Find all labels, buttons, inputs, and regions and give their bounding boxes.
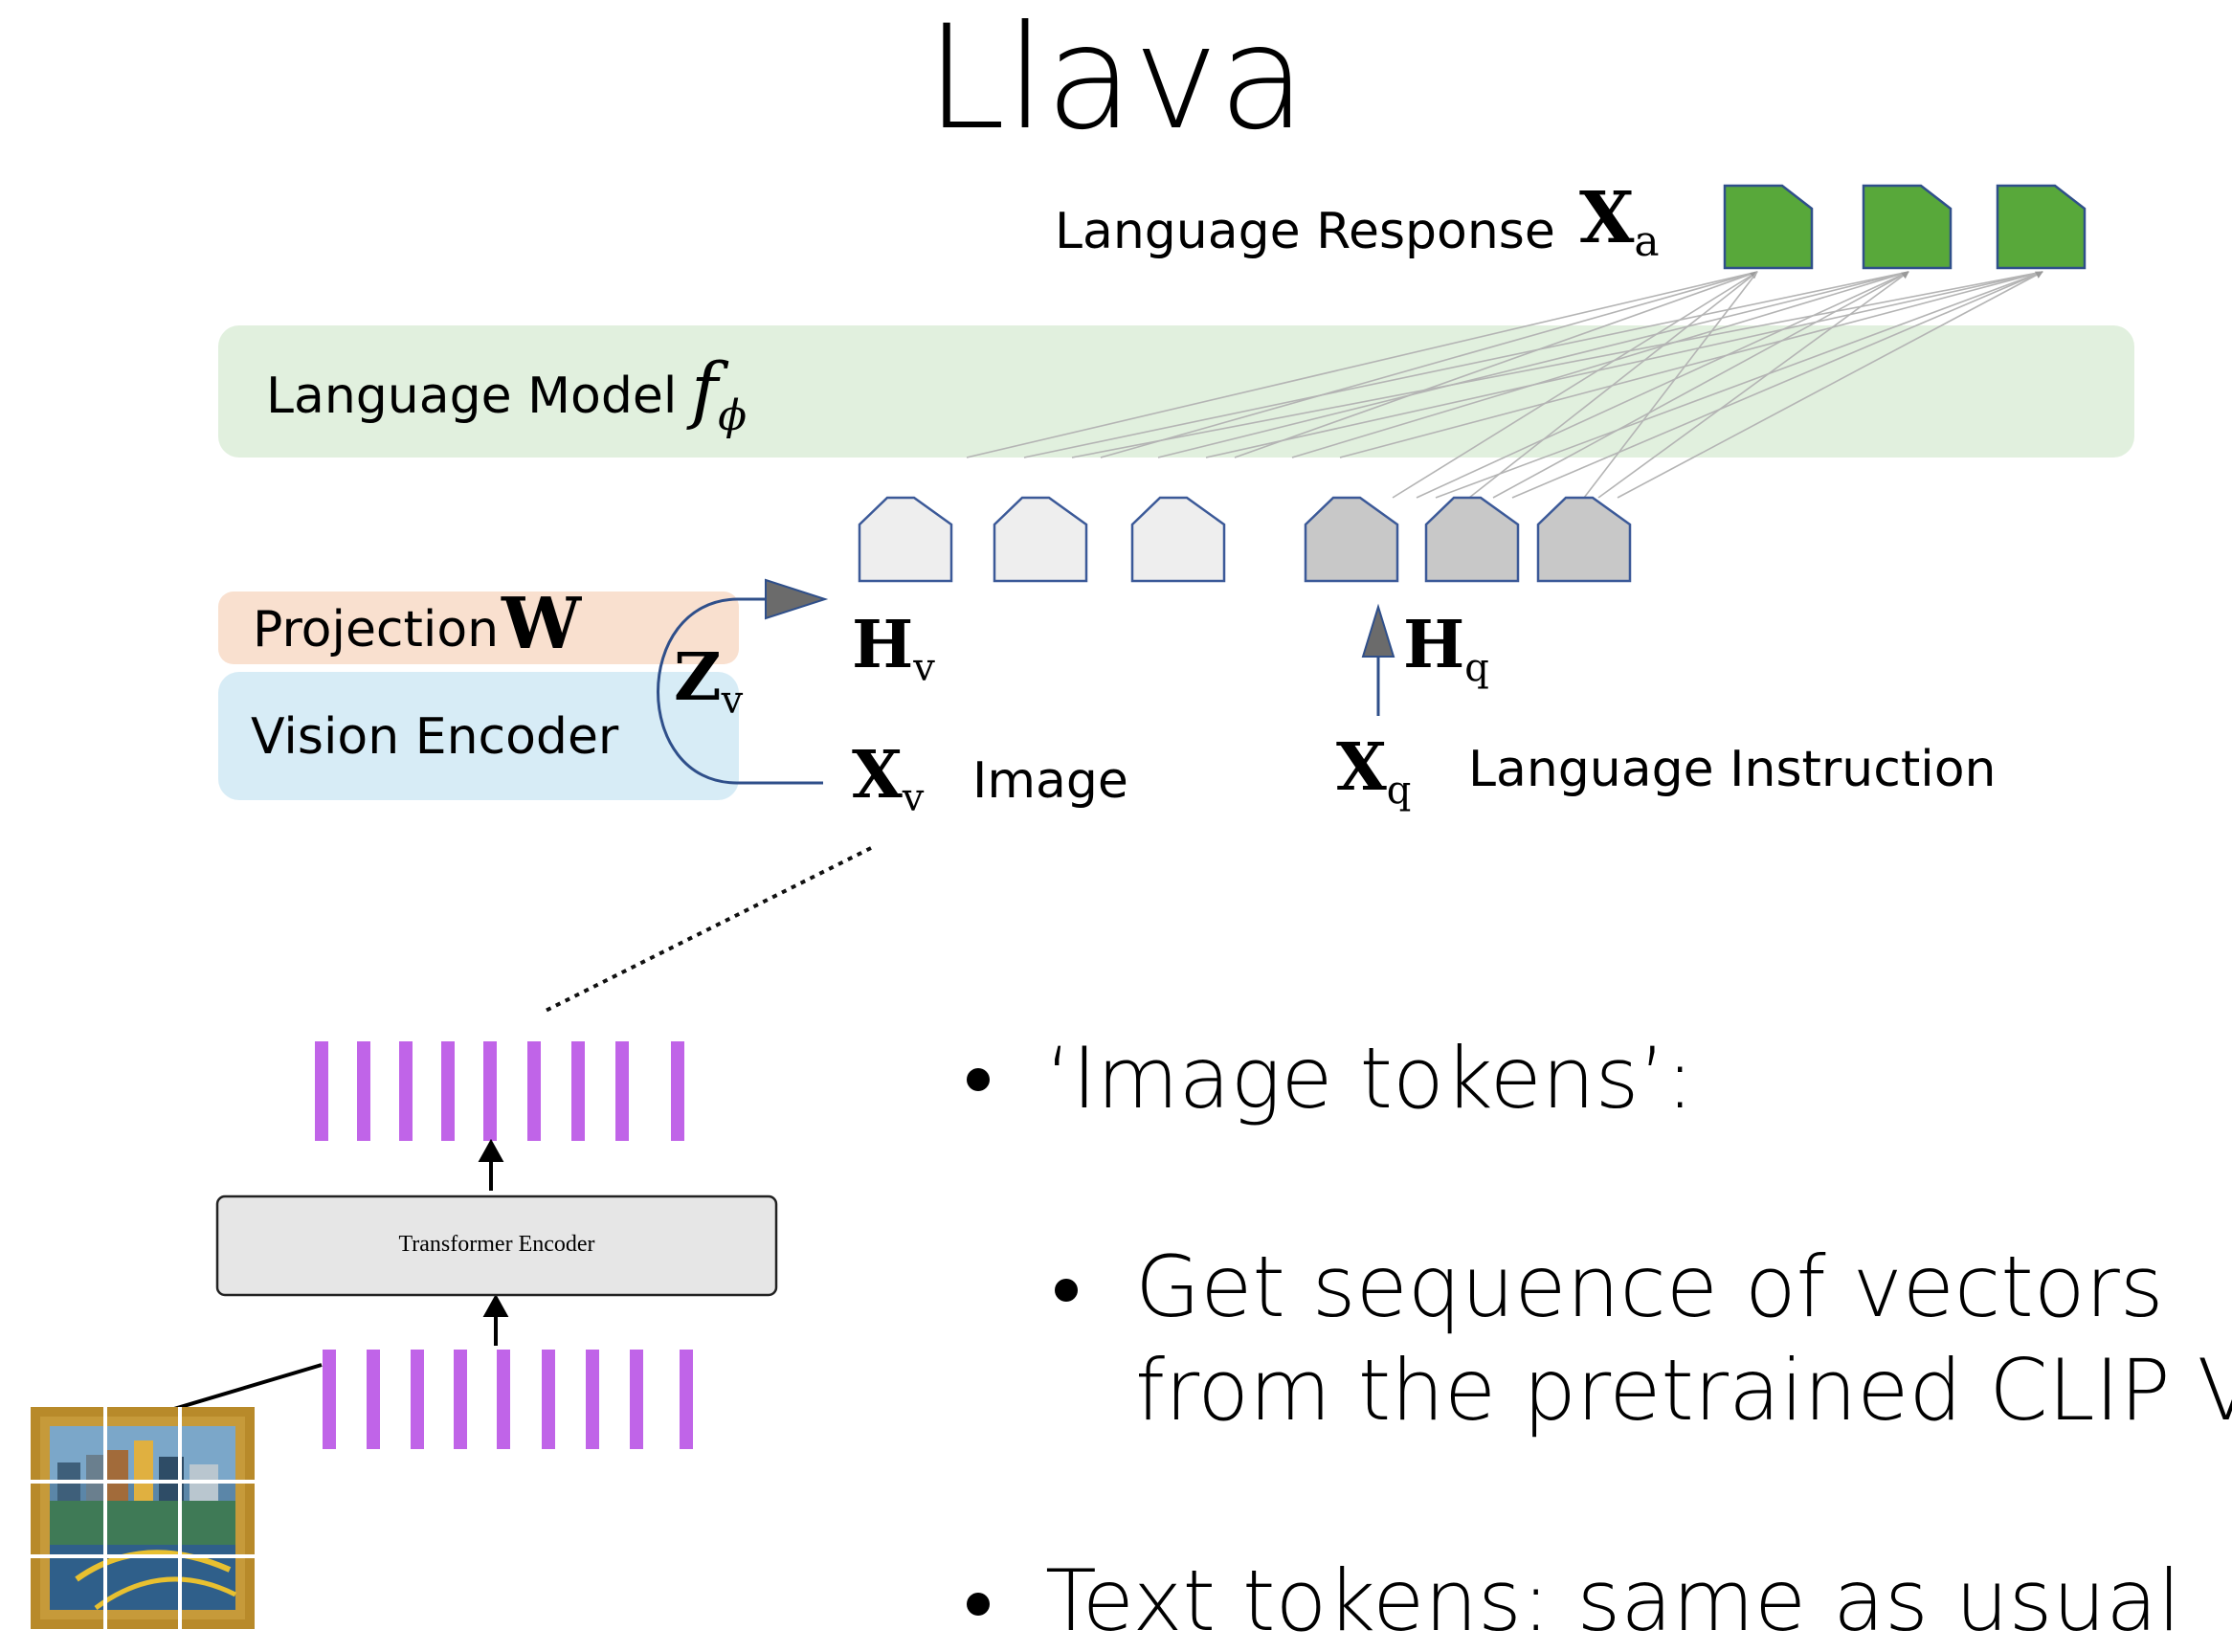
zv-symbol: Zv <box>674 639 744 723</box>
response-token-1 <box>1723 184 1814 270</box>
bullet-text-tokens: Text tokens: same as usual <box>1045 1552 2181 1650</box>
image-token-bars-top <box>315 1041 684 1141</box>
encoder-output-arrowhead <box>478 1138 504 1162</box>
response-token-2 <box>1862 184 1953 270</box>
instruction-token-2 <box>1424 496 1520 583</box>
image-token-bars-bottom <box>323 1350 693 1449</box>
xq-symbol: Xq <box>1336 729 1412 813</box>
transformer-encoder-box <box>215 1194 778 1297</box>
visual-token-3 <box>1130 496 1226 583</box>
hq-subscript: q <box>1464 646 1489 690</box>
projection-band <box>218 592 739 664</box>
bullet-dot-1a <box>1055 1279 1078 1302</box>
visual-token-2 <box>993 496 1088 583</box>
phi-subscript: ϕ <box>718 391 748 440</box>
dotted-connector <box>541 846 872 1015</box>
instruction-token-3 <box>1536 496 1632 583</box>
transformer-encoder-label: Transformer Encoder <box>398 1232 595 1257</box>
language-response-label: Language Response <box>1055 203 1555 260</box>
language-instruction-label: Language Instruction <box>1468 741 1997 798</box>
vision-encoder-label: Vision Encoder <box>251 708 619 766</box>
bullet-sub-line-1: Get sequence of vectors <box>1135 1238 2164 1336</box>
slide-title: Llava <box>926 0 1306 162</box>
attention-connections <box>966 271 2043 499</box>
xa-symbol: Xa <box>1579 177 1660 266</box>
projection-label: Projection <box>253 601 500 659</box>
image-label: Image <box>972 752 1128 810</box>
f-phi-symbol: fϕ <box>691 346 748 440</box>
hv-subscript: v <box>913 646 935 690</box>
hv-symbol: Hv <box>852 607 935 690</box>
encoder-input-arrowhead <box>482 1293 509 1317</box>
language-model-label: Language Model <box>266 368 678 425</box>
bullet-sub-line-2: from the pretrained CLIP ViT <box>1135 1341 2232 1440</box>
visual-token-1 <box>858 496 953 583</box>
instruction-arrowhead <box>1361 603 1395 658</box>
bullet-dot-2 <box>967 1593 990 1616</box>
w-symbol: W <box>502 583 582 665</box>
input-image-painting <box>31 1407 255 1629</box>
hq-symbol: Hq <box>1403 607 1489 690</box>
instruction-token-1 <box>1304 496 1399 583</box>
projection-arrow <box>657 597 823 785</box>
xq-subscript: q <box>1386 769 1412 813</box>
response-token-3 <box>1996 184 2087 270</box>
bullet-image-tokens: ‘Image tokens’: <box>1045 1029 1695 1127</box>
zv-subscript: v <box>721 679 744 723</box>
xv-subscript: v <box>902 776 925 820</box>
projection-arrowhead <box>765 578 829 620</box>
bullet-dot-1 <box>967 1068 990 1091</box>
xa-subscript: a <box>1634 217 1660 266</box>
xv-symbol: Xv <box>852 737 925 820</box>
vision-encoder-band <box>218 672 739 800</box>
